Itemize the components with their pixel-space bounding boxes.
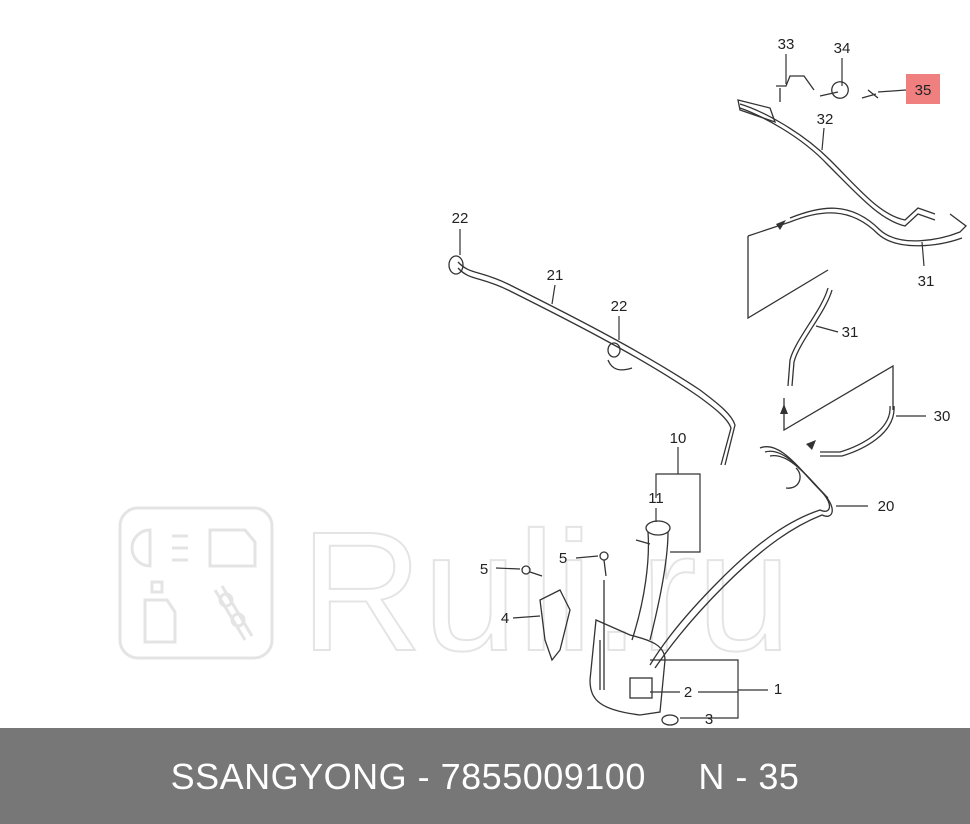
footer-bar: SSANGYONG - 7855009100 N - 35 bbox=[0, 728, 970, 824]
callout-31-middle: 31 bbox=[842, 324, 859, 341]
direction-arrows bbox=[776, 220, 816, 450]
watermark-logo-icons bbox=[130, 528, 257, 644]
watermark-logo-box bbox=[118, 506, 274, 660]
callout-22-upper: 22 bbox=[452, 210, 469, 227]
highlight-box-35 bbox=[906, 74, 940, 104]
callout-22-lower: 22 bbox=[611, 298, 628, 315]
callout-21: 21 bbox=[547, 267, 564, 284]
callout-3: 3 bbox=[705, 711, 713, 728]
callout-33: 33 bbox=[778, 36, 795, 53]
footer-part-number: SSANGYONG - 7855009100 N - 35 bbox=[170, 756, 800, 797]
callout-4: 4 bbox=[501, 610, 509, 627]
callout-labels: 33 34 35 32 22 21 22 31 31 30 10 11 20 5… bbox=[452, 36, 951, 728]
callout-10: 10 bbox=[670, 430, 687, 447]
callout-5-left: 5 bbox=[480, 561, 488, 578]
callout-30: 30 bbox=[934, 408, 951, 425]
callout-31-right: 31 bbox=[918, 273, 935, 290]
callout-20: 20 bbox=[878, 498, 895, 515]
callout-1: 1 bbox=[774, 681, 782, 698]
callout-35: 35 bbox=[915, 82, 932, 99]
callout-2: 2 bbox=[684, 684, 692, 701]
callout-34: 34 bbox=[834, 40, 851, 57]
watermark-text: Ruli.ru bbox=[300, 497, 791, 687]
callout-5-right: 5 bbox=[559, 550, 567, 567]
callout-32: 32 bbox=[817, 111, 834, 128]
callout-11: 11 bbox=[648, 490, 664, 507]
leader-lines bbox=[459, 54, 926, 719]
watermark: Ruli.ru bbox=[118, 496, 792, 688]
parts-diagram: Ruli.ru bbox=[118, 36, 967, 728]
